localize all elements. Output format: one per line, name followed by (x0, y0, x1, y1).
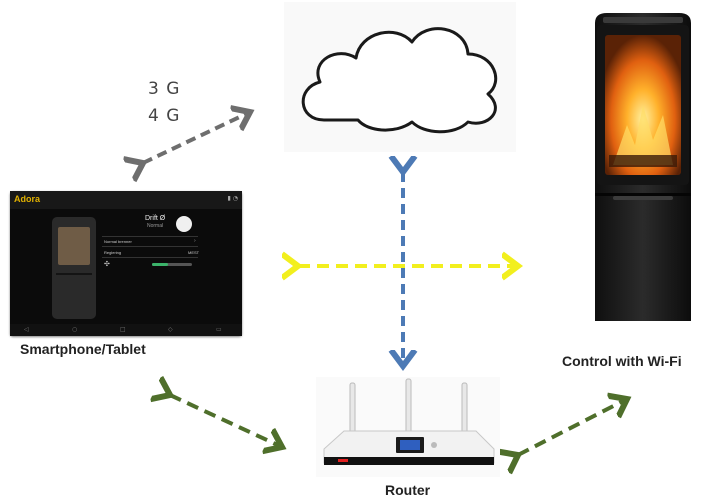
tablet-screen-subtitle: Normal (147, 223, 164, 229)
cloud-icon (284, 2, 516, 152)
tablet-row2-value: MEST (188, 250, 200, 255)
tablet-row1-label: Normal brenner (104, 239, 132, 244)
tablet-status-icons: ▮ ◔ (227, 195, 238, 202)
tablet-topbar (10, 191, 242, 209)
level-slider[interactable] (152, 263, 192, 266)
divider (102, 236, 198, 237)
divider (102, 246, 198, 247)
tablet-row2-label: Reglering (104, 250, 122, 255)
network-3g-label: 3 G (148, 79, 181, 99)
gray-arrow (143, 112, 250, 163)
tablet-icon: Adora ▮ ◔ Drift Ø Normal Normal brenner … (10, 191, 242, 336)
tablet-logo: Adora (14, 194, 41, 204)
tablet-row1-value: › (194, 238, 196, 244)
power-button[interactable] (176, 216, 192, 232)
tablet-screen-title: Drift Ø (145, 215, 166, 222)
divider (102, 257, 198, 258)
router-label: Router (385, 482, 431, 498)
tablet-navbar: ◁ ○ □ ◇ ▭ (10, 324, 242, 336)
green-arrow-left (170, 395, 282, 447)
level-slider-fill (152, 263, 168, 266)
green-arrow-right (518, 399, 627, 455)
tablet-stove-image (52, 217, 96, 319)
stove-icon (595, 13, 691, 321)
tablet-label: Smartphone/Tablet (20, 341, 146, 357)
router-icon (316, 377, 500, 477)
fan-icon: ✣ (104, 261, 110, 268)
stove-label: Control with Wi-Fi (562, 353, 682, 369)
